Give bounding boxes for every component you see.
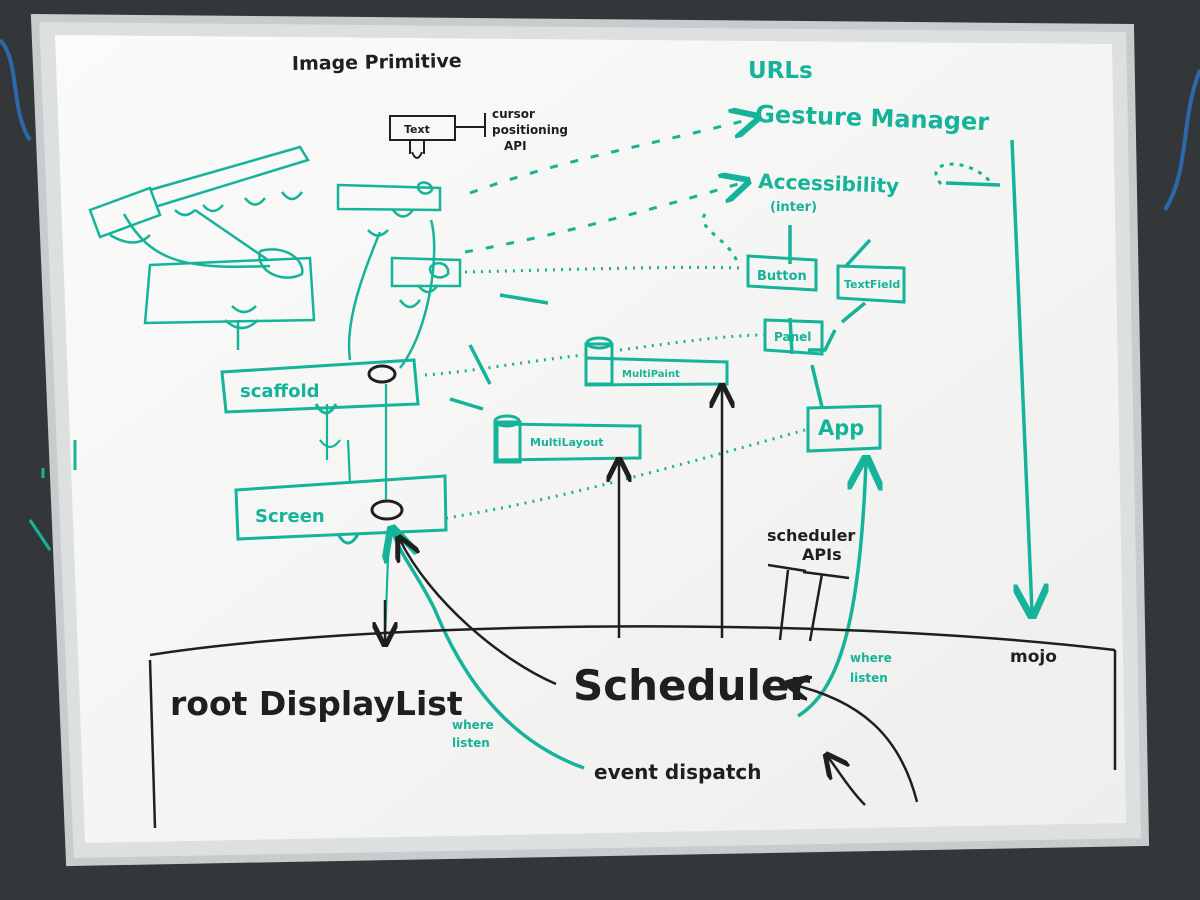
where-listen-left-line1: where: [452, 718, 494, 732]
text-field-label: TextField: [844, 278, 900, 291]
multi-layout-label: MultiLayout: [530, 436, 604, 449]
where-listen-right-line2: listen: [850, 671, 888, 685]
cursor-api-line3: API: [504, 139, 527, 153]
dashed-arrows: [424, 118, 994, 520]
cable-left: [0, 38, 32, 142]
where-listen-left-line2: listen: [452, 736, 490, 750]
scaffold-label: scaffold: [240, 381, 320, 402]
app-label: App: [818, 416, 864, 440]
accessibility-note: (inter): [770, 200, 817, 215]
left-margin-marks: [28, 440, 77, 551]
button-node: [746, 254, 818, 292]
panel-node: [763, 318, 824, 356]
app-node: [806, 404, 882, 453]
cursor-api-line2: positioning: [492, 123, 568, 137]
scheduler-label: Scheduler: [573, 661, 810, 710]
multi-layout-node: [493, 414, 642, 464]
scheduler-lines: [148, 388, 1117, 829]
urls-label: URLs: [748, 58, 813, 84]
scheduler-apis-line1: scheduler: [767, 526, 855, 545]
button-label: Button: [757, 269, 807, 284]
left-tree-top: [88, 145, 316, 350]
text-widget-label: Text: [404, 123, 430, 136]
screen-node: [234, 474, 448, 545]
text-field-node: [836, 264, 906, 304]
scheduler-apis-line2: APIs: [802, 545, 842, 564]
screen-label: Screen: [255, 506, 325, 527]
whiteboard-surface: [55, 35, 1126, 843]
where-listen-right-line1: where: [850, 651, 892, 665]
multi-paint-label: MultiPaint: [622, 369, 680, 380]
image-primitive-label: Image Primitive: [292, 50, 462, 75]
text-widget: Text: [389, 113, 486, 159]
accessibility-label: Accessibility: [758, 169, 900, 198]
cursor-api-line1: cursor: [492, 107, 535, 121]
mojo-label: mojo: [1010, 647, 1057, 667]
middle-tree-top: [336, 181, 462, 369]
event-dispatch-label: event dispatch: [594, 760, 761, 784]
cable-right: [1163, 69, 1200, 212]
root-display-list-label: root DisplayList: [170, 684, 463, 723]
